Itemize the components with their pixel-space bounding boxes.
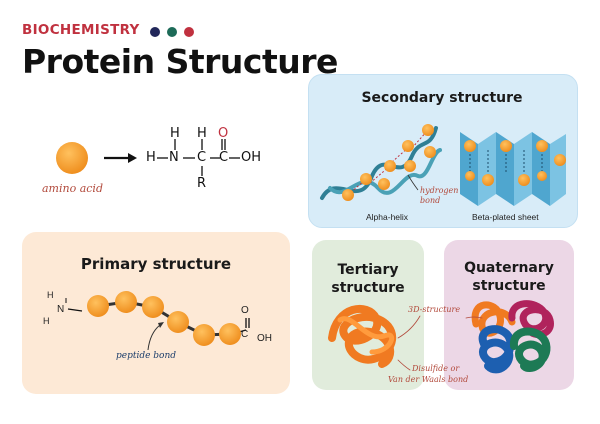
arrow-head: [128, 153, 137, 163]
quaternary-title-line1: Quaternary: [464, 260, 554, 276]
primary-n: N: [57, 304, 65, 315]
primary-title: Primary structure: [80, 255, 232, 273]
formula-c1: C: [197, 150, 207, 165]
tertiary-protein-blob: [328, 304, 421, 371]
hydrogen-bond-label-1: hydrogen: [420, 186, 459, 195]
peptide-bond-label: peptide bond: [116, 351, 177, 361]
quaternary-title-line2: structure: [472, 278, 546, 294]
formula-o-top: O: [218, 126, 229, 141]
dot-navy: [150, 27, 160, 37]
primary-chain: [65, 291, 250, 351]
dot-red: [184, 27, 194, 37]
hydrogen-bond-label-2: bond: [420, 196, 441, 205]
formula-h-top-right: H: [197, 126, 207, 141]
quaternary-protein-blobs: [465, 300, 554, 374]
formula-oh: OH: [241, 150, 262, 165]
primary-oh: OH: [257, 333, 272, 344]
tertiary-title-line2: structure: [331, 280, 405, 296]
alpha-helix-label: Alpha-helix: [366, 212, 409, 222]
category-label: BIOCHEMISTRY: [22, 22, 140, 38]
beta-sheet: [460, 132, 566, 206]
secondary-title: Secondary structure: [361, 90, 523, 106]
primary-h2: H: [43, 316, 50, 326]
tertiary-title-line1: Tertiary: [337, 262, 399, 278]
primary-h1: H: [47, 290, 54, 300]
bond-type-label-1: Disulfide or: [412, 364, 460, 373]
bond-type-label-2: Van der Waals bond: [388, 375, 469, 384]
beta-sheet-label: Beta-plated sheet: [472, 212, 539, 222]
amino-acid-bead: [56, 142, 88, 174]
dot-green: [167, 27, 177, 37]
alpha-helix: [320, 124, 442, 201]
primary-o: O: [241, 305, 249, 316]
3d-structure-label: 3D-structure: [408, 305, 461, 314]
formula-h-left: H: [146, 150, 156, 165]
primary-c: C: [241, 329, 249, 340]
formula-c2: C: [219, 150, 229, 165]
formula-n: N: [169, 150, 179, 165]
amino-acid-label: amino acid: [42, 182, 103, 195]
formula-h-top-left: H: [170, 126, 180, 141]
page-title: Protein Structure: [22, 42, 338, 81]
decorative-dots: [150, 27, 194, 37]
formula-r: R: [197, 176, 207, 191]
